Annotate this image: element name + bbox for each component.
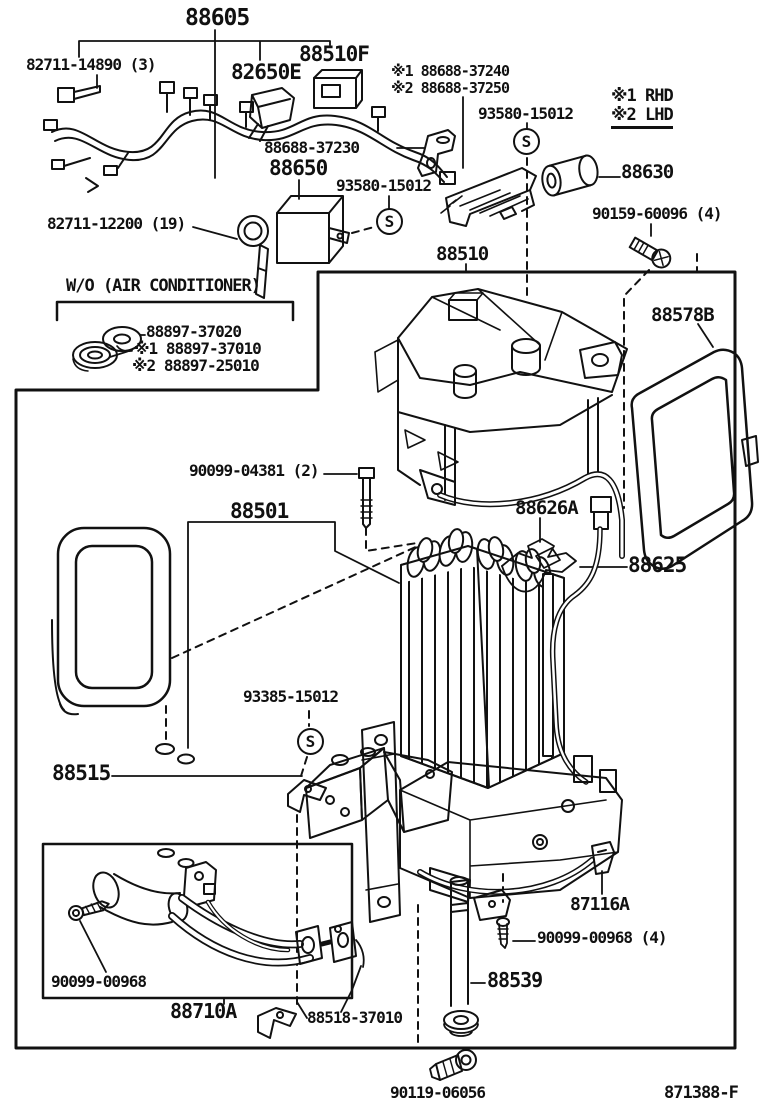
main-frame-border bbox=[14, 270, 737, 1050]
screw-90159-60096 bbox=[628, 236, 672, 269]
part-label-88688-37250: ※2 88688-37250 bbox=[391, 79, 510, 97]
clip-88518-37010 bbox=[257, 1007, 297, 1039]
part-label-93580-15012-left: 93580-15012 bbox=[336, 176, 432, 195]
part-label-82711-14890: 82711-14890 (3) bbox=[26, 55, 156, 74]
grommets-88897 bbox=[72, 326, 142, 372]
part-label-90119-06056: 90119-06056 bbox=[390, 1083, 486, 1102]
resistor-82650e bbox=[248, 87, 295, 142]
part-label-90099-04381: 90099-04381 (2) bbox=[189, 461, 319, 480]
part-label-legend-lhd: ※2 LHD bbox=[611, 106, 674, 129]
part-label-88710A: 88710A bbox=[170, 999, 237, 1023]
thermistor-88625 bbox=[549, 496, 612, 785]
amplifier-88650 bbox=[276, 195, 350, 264]
sensor-plate-88688-3724x bbox=[440, 167, 537, 227]
part-label-88650: 88650 bbox=[269, 156, 328, 180]
part-label-wo-title: W/O (AIR CONDITIONER) bbox=[66, 276, 261, 296]
part-label-88688-37240: ※1 88688-37240 bbox=[391, 62, 510, 80]
wo-air-conditioner-bracket bbox=[55, 300, 295, 322]
part-label-88605: 88605 bbox=[185, 5, 250, 31]
o-rings-valve bbox=[155, 743, 195, 765]
bracket-88688-37230 bbox=[417, 129, 456, 177]
seal-ring-88578b bbox=[630, 348, 759, 570]
hose-assembly-88710a bbox=[92, 848, 365, 968]
part-label-88897-25010: ※2 88897-25010 bbox=[132, 356, 260, 375]
part-label-88501: 88501 bbox=[230, 499, 289, 523]
part-label-88625: 88625 bbox=[628, 553, 687, 577]
part-label-88688-37230: 88688-37230 bbox=[264, 138, 360, 157]
part-label-88897-37020: 88897-37020 bbox=[146, 322, 242, 341]
cylinder-88630 bbox=[541, 154, 599, 197]
part-label-87116A: 87116A bbox=[570, 894, 630, 915]
expansion-valve-88515 bbox=[305, 747, 453, 839]
part-label-88626A: 88626A bbox=[515, 497, 579, 519]
clamp-82711-12200 bbox=[237, 215, 269, 299]
clip-87116a bbox=[591, 841, 615, 875]
part-label-82711-12200: 82711-12200 (19) bbox=[47, 214, 186, 233]
part-label-93580-15012-top: 93580-15012 bbox=[478, 104, 574, 123]
cooling-unit-case-88510 bbox=[374, 288, 628, 559]
leader-lines bbox=[78, 29, 714, 1019]
bolt-90099-04381 bbox=[358, 467, 375, 529]
part-label-90099-00968: 90099-00968 bbox=[51, 972, 147, 991]
part-label-90099-00968-4: 90099-00968 (4) bbox=[537, 928, 667, 947]
square-seal-88501 bbox=[51, 526, 172, 716]
clip-93385 bbox=[287, 779, 327, 813]
part-label-88539: 88539 bbox=[487, 968, 543, 992]
part-label-88510: 88510 bbox=[436, 243, 489, 265]
part-label-88578B: 88578B bbox=[651, 304, 715, 326]
screw-90119-06056 bbox=[429, 1049, 477, 1081]
screw-symbol-s-top: S bbox=[513, 128, 540, 155]
part-label-88630: 88630 bbox=[621, 161, 674, 183]
dashed-assembly-lines bbox=[165, 157, 698, 1045]
connector-82711-14890 bbox=[57, 85, 101, 103]
part-label-88515: 88515 bbox=[52, 761, 111, 785]
part-label-88897-37010: ※1 88897-37010 bbox=[134, 339, 262, 358]
part-label-legend-rhd: ※1 RHD bbox=[611, 86, 674, 106]
drain-hose-88539 bbox=[443, 876, 479, 1037]
part-label-90159-60096: 90159-60096 (4) bbox=[592, 204, 722, 223]
part-label-88518-37010: 88518-37010 bbox=[307, 1008, 403, 1027]
screw-90099-00968-box bbox=[67, 900, 110, 921]
clamp-88626a bbox=[501, 538, 577, 593]
screw-symbol-s-bottom: S bbox=[297, 728, 324, 755]
part-label-871388-F: 871388-F bbox=[664, 1083, 739, 1103]
screw-90099-00968-right bbox=[496, 917, 510, 949]
screw-symbol-s-left: S bbox=[376, 208, 403, 235]
relay-88510f bbox=[313, 69, 363, 109]
lower-case-tray bbox=[361, 721, 623, 923]
part-label-88510F: 88510F bbox=[299, 42, 370, 66]
part-label-93385-15012: 93385-15012 bbox=[243, 687, 339, 706]
part-label-82650E: 82650E bbox=[231, 60, 302, 84]
